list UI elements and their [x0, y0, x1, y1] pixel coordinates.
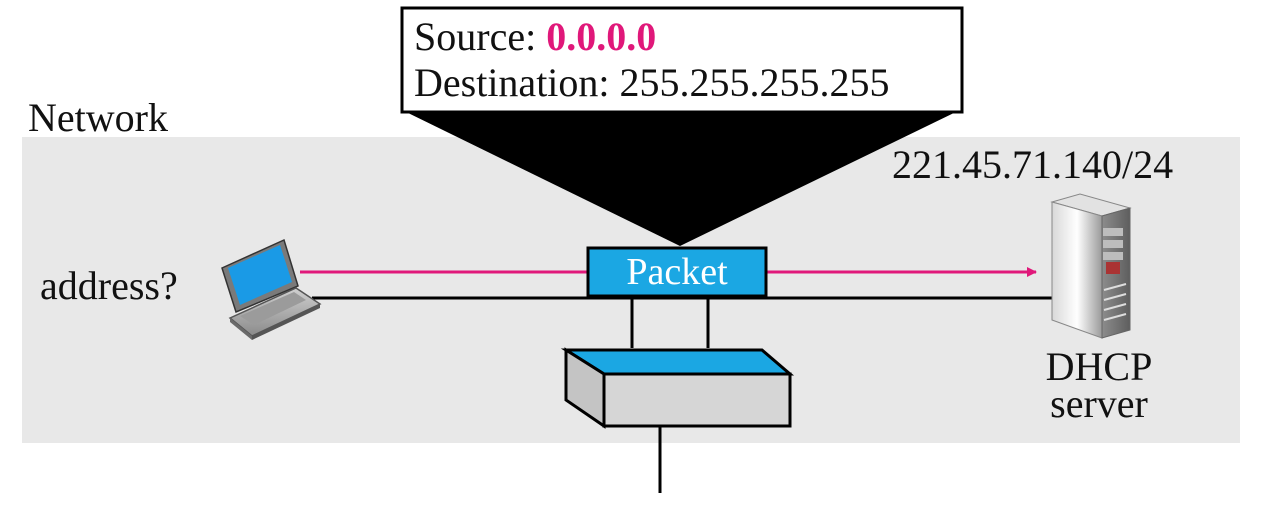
destination-value: 255.255.255.255 [620, 60, 890, 105]
header-box [400, 6, 964, 114]
laptop-icon [221, 238, 322, 340]
packet-box [586, 246, 768, 298]
server-label-line2: server [1050, 381, 1148, 426]
source-label: Source: [414, 14, 546, 59]
server-tower-icon [1050, 193, 1132, 339]
callout-pointer [402, 110, 960, 246]
source-line: Source: 0.0.0.0 [414, 14, 656, 59]
destination-line: Destination: 255.255.255.255 [414, 60, 890, 105]
network-switch-icon [560, 347, 795, 429]
server-ip: 221.45.71.140/24 [892, 142, 1173, 187]
packet-label: Packet [626, 251, 728, 293]
server-label-line1: DHCP [1046, 344, 1153, 389]
client-label: address? [40, 263, 178, 308]
network-label: Network [28, 95, 168, 140]
source-value: 0.0.0.0 [546, 14, 656, 59]
destination-label: Destination: [414, 60, 620, 105]
